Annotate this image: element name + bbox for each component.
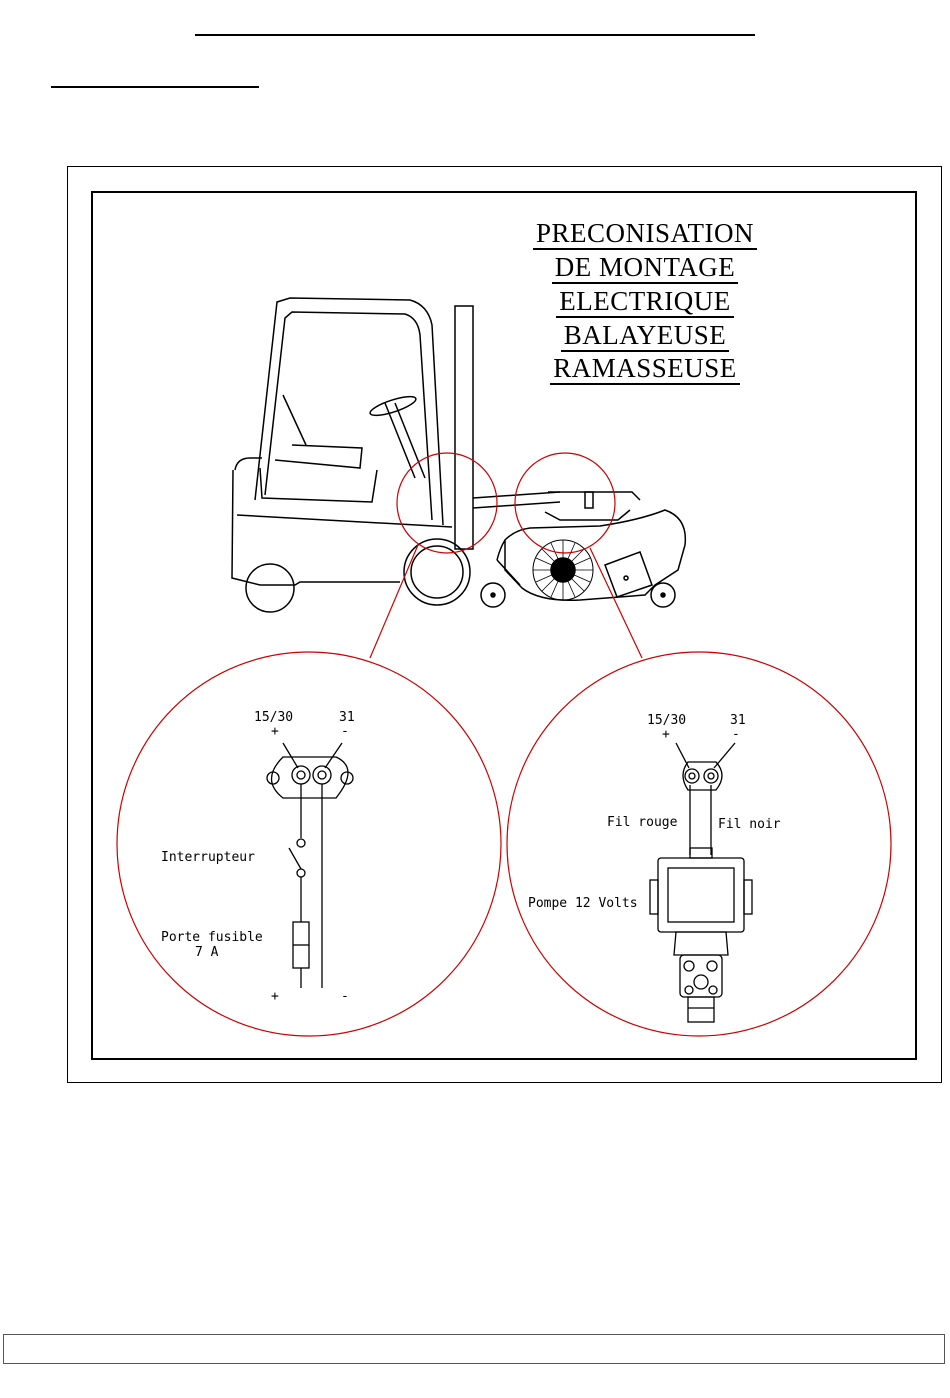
detail-circle-left [117, 652, 501, 1036]
red-wire-label: Fil rouge [607, 815, 677, 830]
left-terminal-negative-label: 31 [339, 710, 355, 725]
switch-label: Interrupteur [161, 850, 255, 865]
left-plus-sign: + [271, 724, 279, 739]
right-terminal-positive-label: 15/30 [647, 713, 686, 728]
left-bottom-plus-sign: + [271, 989, 279, 1004]
left-wiring-schematic [267, 743, 353, 988]
right-plus-sign: + [662, 727, 670, 742]
forklift-illustration [232, 298, 560, 612]
fuse-rating-label: 7 A [195, 945, 218, 960]
right-terminal-negative-label: 31 [730, 713, 746, 728]
detail-circle-right [507, 652, 891, 1036]
black-wire-label: Fil noir [718, 817, 781, 832]
left-minus-sign: - [341, 724, 349, 739]
left-terminal-positive-label: 15/30 [254, 710, 293, 725]
footer-box [3, 1334, 945, 1364]
callout-circle-forklift [397, 453, 497, 553]
left-bottom-minus-sign: - [341, 989, 349, 1004]
right-minus-sign: - [732, 727, 740, 742]
right-wiring-schematic [650, 743, 752, 1022]
pump-label: Pompe 12 Volts [528, 896, 638, 911]
fuse-holder-label: Porte fusible [161, 930, 263, 945]
callout-circle-sweeper [515, 453, 615, 553]
